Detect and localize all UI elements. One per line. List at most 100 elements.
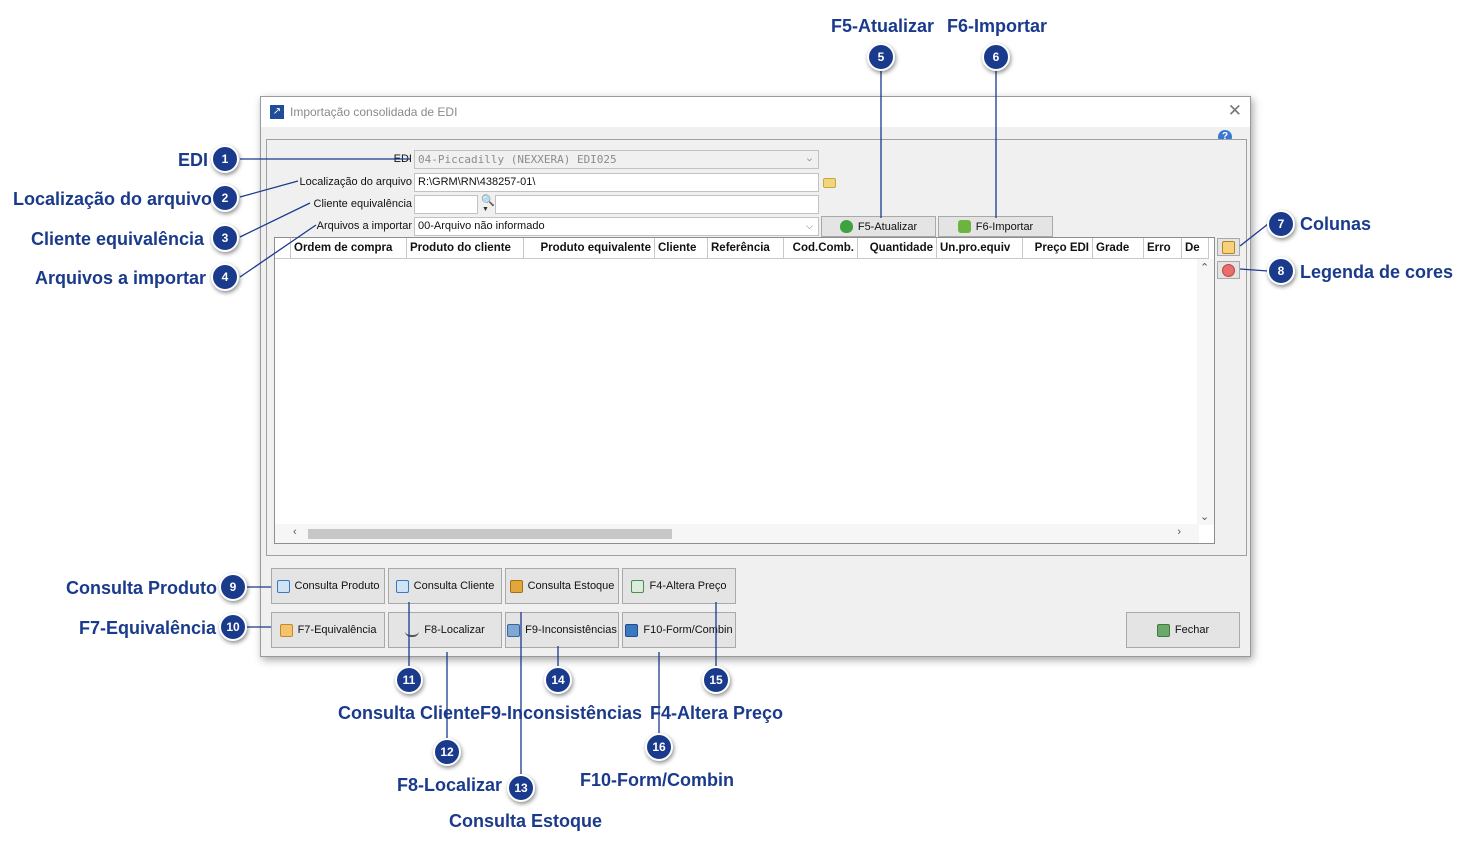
column-header[interactable]: Cliente xyxy=(655,238,708,259)
chevron-down-icon: ⌵ xyxy=(806,221,813,231)
annotation-badge-2: 2 xyxy=(211,184,239,212)
annotation-f6-label: F6-Importar xyxy=(947,16,1048,36)
localizar-label: F8-Localizar xyxy=(424,624,485,636)
title-bar: ↗ Importação consolidada de EDI ✕ xyxy=(261,97,1250,127)
chevron-up-icon[interactable]: ⌃ xyxy=(1200,262,1210,274)
annotation-badge-3: 3 xyxy=(211,224,239,252)
chevron-left-icon[interactable]: ‹ xyxy=(293,526,297,538)
chevron-down-icon: ⌵ xyxy=(806,154,813,164)
data-grid[interactable]: Ordem de compra Produto do cliente Produ… xyxy=(274,237,1215,544)
client-equiv-code-input[interactable] xyxy=(414,195,478,214)
annotation-badge-13: 13 xyxy=(507,774,535,802)
chevron-down-icon[interactable]: ⌄ xyxy=(1200,511,1210,523)
annotation-badge-12: 12 xyxy=(433,738,461,766)
column-header[interactable]: Preço EDI xyxy=(1023,238,1093,259)
column-header[interactable]: Quantidade xyxy=(858,238,937,259)
close-button-label: Fechar xyxy=(1174,624,1210,636)
column-header[interactable]: Grade xyxy=(1093,238,1144,259)
consulta-estoque-button[interactable]: Consulta Estoque xyxy=(505,568,619,604)
grid-indicator-column xyxy=(275,238,291,259)
annotation-badge-5: 5 xyxy=(867,43,895,71)
annotation-badge-9: 9 xyxy=(219,573,247,601)
column-header[interactable]: Produto equivalente xyxy=(524,238,655,259)
inconsistency-icon xyxy=(507,623,521,637)
grid-header: Ordem de compra Produto do cliente Produ… xyxy=(275,238,1209,259)
edi-select-value: 04-Piccadilly (NEXXERA) EDI025 xyxy=(418,153,617,166)
horizontal-scroll-thumb[interactable] xyxy=(308,529,672,539)
search-icon[interactable]: 🔍 xyxy=(481,195,495,207)
file-location-input[interactable]: R:\GRM\RN\438257-01\ xyxy=(414,173,819,192)
annotation-badge-7: 7 xyxy=(1267,210,1295,238)
chevron-right-icon[interactable]: › xyxy=(1177,526,1181,538)
annotation-badge-15: 15 xyxy=(702,666,730,694)
column-header[interactable]: Cod.Comb. xyxy=(784,238,858,259)
column-header[interactable]: Produto do cliente xyxy=(407,238,524,259)
annotation-f5-label: F5-Atualizar xyxy=(831,16,935,36)
altera-preco-button[interactable]: F4-Altera Preço xyxy=(622,568,736,604)
consulta-produto-button[interactable]: Consulta Produto xyxy=(271,568,385,604)
client-equiv-label: Cliente equivalência xyxy=(313,198,412,210)
annotation-f10-label: F10-Form/Combin xyxy=(580,770,735,790)
close-button[interactable]: Fechar xyxy=(1126,612,1240,648)
localizar-button[interactable]: F8-Localizar xyxy=(388,612,502,648)
equivalence-icon xyxy=(279,623,293,637)
equivalencia-button[interactable]: F7-Equivalência xyxy=(271,612,385,648)
form-combin-icon xyxy=(625,623,639,637)
import-icon xyxy=(957,220,971,233)
annotation-badge-11: 11 xyxy=(395,666,423,694)
location-label: Localização do arquivo xyxy=(299,176,412,188)
annotation-legenda-label: Legenda de cores xyxy=(1300,262,1454,282)
edi-select[interactable]: 04-Piccadilly (NEXXERA) EDI025 ⌵ xyxy=(414,150,819,169)
window-title: Importação consolidada de EDI xyxy=(290,105,458,119)
annotation-f8-label: F8-Localizar xyxy=(397,775,503,795)
refresh-button-label: F5-Atualizar xyxy=(857,220,918,233)
vertical-scrollbar[interactable]: ⌃ ⌄ xyxy=(1197,259,1214,525)
consulta-produto-label: Consulta Produto xyxy=(294,580,380,592)
annotation-cliente-equiv-label: Cliente equivalência xyxy=(31,229,205,249)
annotation-badge-16: 16 xyxy=(645,733,673,761)
shield-refresh-icon xyxy=(839,220,853,233)
color-legend-button[interactable] xyxy=(1217,261,1240,279)
files-select[interactable]: 00-Arquivo não informado ⌵ xyxy=(414,217,819,236)
files-select-value: 00-Arquivo não informado xyxy=(418,220,545,232)
columns-button[interactable] xyxy=(1217,238,1240,256)
inconsistencias-button[interactable]: F9-Inconsistências xyxy=(505,612,619,648)
annotation-consulta-estoque-label: Consulta Estoque xyxy=(449,811,603,831)
folder-icon[interactable] xyxy=(823,178,836,188)
annotation-badge-10: 10 xyxy=(219,613,247,641)
column-header[interactable]: De xyxy=(1182,238,1209,259)
column-header[interactable]: Erro xyxy=(1144,238,1182,259)
annotation-f7-label: F7-Equivalência xyxy=(79,618,217,638)
caret-down-icon: ▼ xyxy=(482,206,489,213)
inconsistencias-label: F9-Inconsistências xyxy=(525,624,617,636)
price-icon xyxy=(631,579,645,593)
annotation-badge-14: 14 xyxy=(544,666,572,694)
product-search-icon xyxy=(276,579,290,593)
annotation-edi-label: EDI xyxy=(178,150,209,170)
main-panel: EDI 04-Piccadilly (NEXXERA) EDI025 ⌵ Loc… xyxy=(266,139,1247,556)
exit-icon xyxy=(1156,623,1170,637)
files-label: Arquivos a importar xyxy=(316,220,412,232)
form-combin-button[interactable]: F10-Form/Combin xyxy=(622,612,736,648)
app-icon: ↗ xyxy=(270,105,284,119)
column-header[interactable]: Referência xyxy=(708,238,784,259)
refresh-button[interactable]: F5-Atualizar xyxy=(821,216,936,237)
annotation-consulta-produto-label: Consulta Produto xyxy=(66,578,217,598)
columns-icon xyxy=(1222,240,1235,254)
altera-preco-label: F4-Altera Preço xyxy=(649,580,727,592)
consulta-cliente-button[interactable]: Consulta Cliente xyxy=(388,568,502,604)
annotation-localizacao-label: Localização do arquivo xyxy=(13,189,213,209)
import-button-label: F6-Importar xyxy=(975,220,1034,233)
annotation-badge-6: 6 xyxy=(982,43,1010,71)
close-icon[interactable]: ✕ xyxy=(1227,101,1242,120)
annotation-badge-4: 4 xyxy=(211,263,239,291)
edi-label: EDI xyxy=(393,153,412,165)
client-search-icon xyxy=(395,579,409,593)
column-header[interactable]: Un.pro.equiv xyxy=(937,238,1023,259)
horizontal-scrollbar[interactable]: ‹ › xyxy=(275,524,1199,543)
column-header[interactable]: Ordem de compra xyxy=(291,238,407,259)
import-button[interactable]: F6-Importar xyxy=(938,216,1053,237)
equivalencia-label: F7-Equivalência xyxy=(297,624,377,636)
client-equiv-name-input[interactable] xyxy=(495,195,819,214)
annotation-badge-8: 8 xyxy=(1267,257,1295,285)
